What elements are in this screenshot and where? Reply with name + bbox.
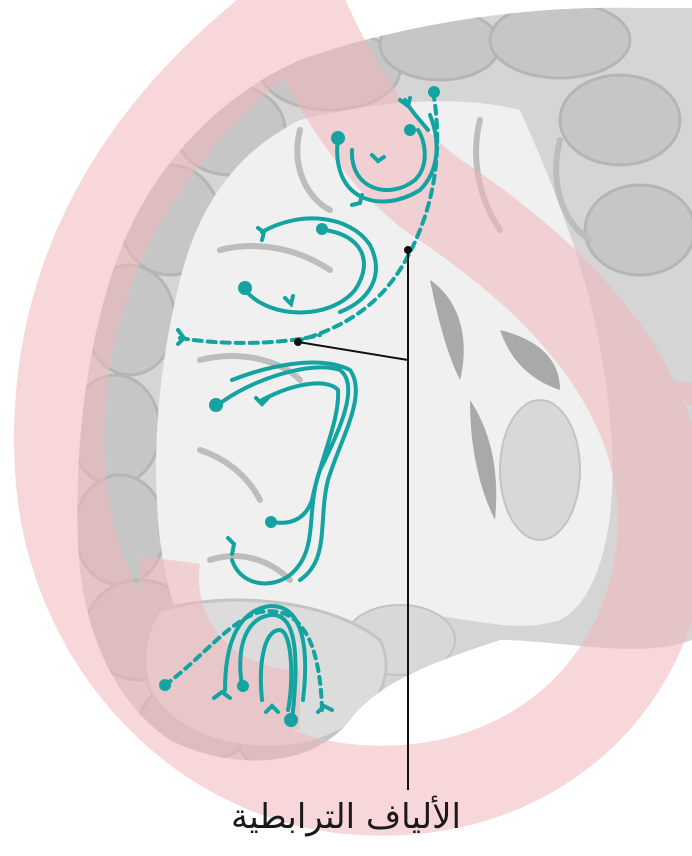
fiber-terminal-dot xyxy=(428,86,440,98)
diagram-caption: الألياف الترابطية xyxy=(0,800,692,834)
fiber-terminal-dot xyxy=(237,680,249,692)
fiber-terminal-dot xyxy=(331,131,345,145)
fiber-terminal-dot xyxy=(265,516,277,528)
fiber-terminal-dot xyxy=(159,679,171,691)
fiber-terminal-dot xyxy=(284,713,298,727)
fiber-terminal-dot xyxy=(404,124,416,136)
fiber-terminal-dot xyxy=(238,281,252,295)
fiber-terminal-dot xyxy=(209,398,223,412)
svg-text:S: S xyxy=(615,347,692,537)
fiber-terminal-dot xyxy=(316,223,328,235)
